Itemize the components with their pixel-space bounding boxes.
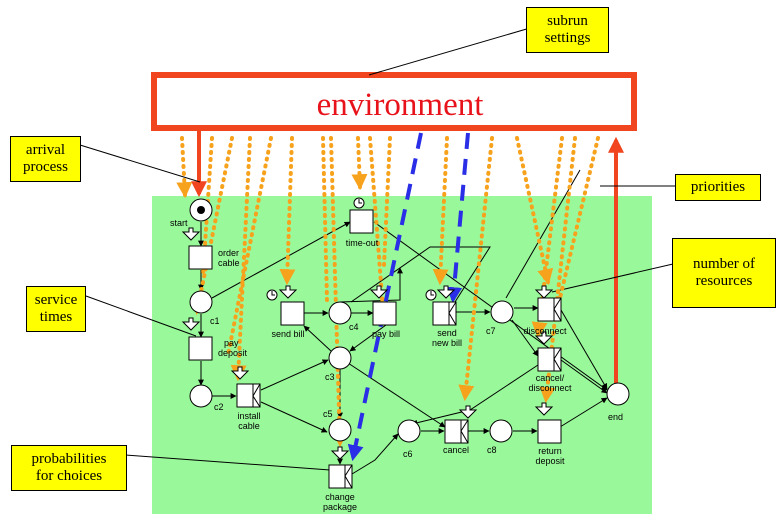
label-order-cable-1: order [218,248,239,258]
place-c6 [397,419,421,443]
place-c1 [189,290,213,314]
place-end [606,382,630,406]
clock-icon [266,197,437,301]
place-c3 [328,346,352,370]
place-labels: start c1 c2 c3 c4 c5 c6 c7 c8 end [170,218,623,459]
label-send-new-bill-2: new bill [432,338,462,348]
transition-disconnect [537,297,562,322]
transition-change-package [328,464,353,489]
label-install-cable-1: install [237,411,260,421]
label-cancel-disconnect-2: disconnect [528,383,572,393]
transition-send-new-bill [432,301,457,326]
label-change-package-2: package [323,502,357,512]
label-send-new-bill-1: send [437,328,457,338]
callout-service-times: service times [26,286,86,332]
transition-pay-bill [372,301,397,326]
label-start: start [170,218,188,228]
label-change-package-1: change [325,492,355,502]
label-end: end [608,412,623,422]
place-c4 [328,301,352,325]
transition-order-cable [188,245,213,270]
label-return-deposit-1: return [538,446,562,456]
transition-cancel [444,419,469,444]
label-return-deposit-2: deposit [535,456,565,466]
callout-subrun-settings: subrun settings [526,7,609,53]
place-c2 [189,384,213,408]
label-c3: c3 [325,372,335,382]
environment-label: environment [317,87,484,123]
place-c7 [490,300,514,324]
label-c1: c1 [210,316,220,326]
callout-priorities: priorities [675,174,761,201]
subrun-arrows [347,132,470,462]
label-c8: c8 [487,445,497,455]
process-area [152,196,652,514]
label-c6: c6 [403,449,413,459]
transition-cancel-disconnect [537,347,562,372]
label-order-cable-2: cable [218,258,240,268]
input-markers [181,227,554,460]
label-pay-deposit-2: deposit [218,348,248,358]
label-pay-bill: pay bill [372,329,400,339]
callout-number-of-resources: number of resources [672,238,776,308]
place-c5 [328,418,352,442]
label-install-cable-2: cable [238,421,260,431]
transition-pay-deposit [188,336,213,361]
transition-return-deposit [537,419,562,444]
label-pay-deposit-1: pay [224,338,239,348]
transition-install-cable [236,383,261,408]
transition-send-bill [280,301,305,326]
token [197,206,205,214]
label-cancel-disconnect-1: cancel/ [536,373,565,383]
transition-time-out [349,209,374,234]
place-c8 [489,419,513,443]
environment-box [151,72,637,131]
callout-arrival-process: arrival process [10,136,81,182]
label-disconnect: disconnect [523,326,567,336]
callout-probabilities-for-choices: probabilities for choices [11,445,127,491]
label-c4: c4 [349,322,359,332]
transitions [188,209,562,489]
places [189,198,630,443]
label-cancel: cancel [443,445,469,455]
transition-labels: order cable pay deposit install cable ti… [218,238,572,512]
label-c5: c5 [323,409,333,419]
label-c7: c7 [486,326,496,336]
label-c2: c2 [214,402,224,412]
label-time-out: time-out [346,238,379,248]
label-send-bill: send bill [271,329,304,339]
callout-leaders [79,27,677,471]
